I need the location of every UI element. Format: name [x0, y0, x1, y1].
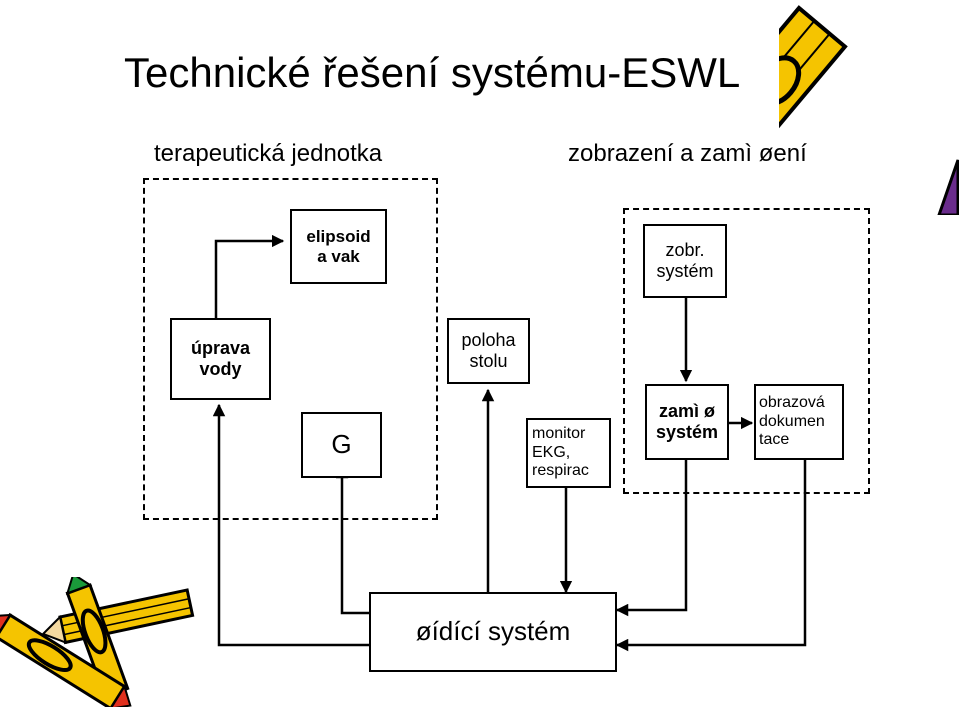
table-position-label: poloha stolu [461, 330, 516, 371]
control-system-label: øídící systém [415, 616, 571, 647]
ellipsoid-box: elipsoid a vak [290, 209, 387, 284]
section-imaging-label: zobrazení a zamì øení [568, 140, 807, 167]
section-therapy-label: terapeutická jednotka [154, 140, 383, 167]
aiming-system-label: zamì ø systém [655, 401, 719, 442]
pencil-icon [779, 5, 959, 215]
ellipsoid-label: elipsoid a vak [306, 226, 371, 266]
generator-label: G [331, 429, 352, 460]
control-system-box: øídící systém [369, 592, 617, 672]
table-position-box: poloha stolu [447, 318, 530, 384]
monitor-label: monitor EKG, respirac [532, 425, 589, 480]
crayons-icon [0, 577, 195, 707]
water-treatment-label: úprava vody [190, 338, 251, 379]
documentation-box: obrazová dokumen tace [754, 384, 844, 460]
page-title: Technické řešení systému-ESWL [124, 49, 741, 96]
documentation-label: obrazová dokumen tace [759, 394, 825, 449]
imaging-system-box: zobr. systém [643, 224, 727, 298]
generator-box: G [301, 412, 382, 478]
aiming-system-box: zamì ø systém [645, 384, 729, 460]
water-treatment-box: úprava vody [170, 318, 271, 400]
monitor-box: monitor EKG, respirac [526, 418, 611, 488]
imaging-system-label: zobr. systém [656, 240, 714, 281]
